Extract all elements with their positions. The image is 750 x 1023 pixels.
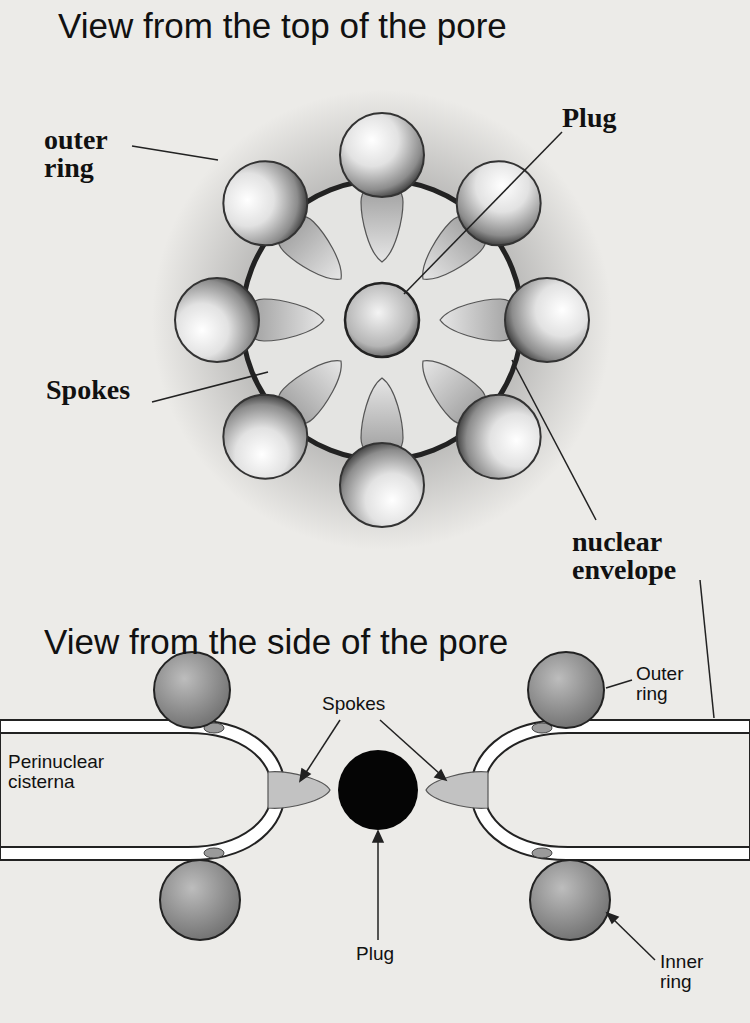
nuclear-envelope-left [0,720,285,860]
stippled-halo [152,90,612,550]
part-label: outer ring [44,126,130,182]
part-label: Inner ring [660,952,718,992]
plug-top [345,283,419,357]
part-label: Spokes [46,376,130,404]
section-heading: View from the top of the pore [58,6,507,46]
plug-side [338,750,418,830]
part-label: Plug [562,104,616,132]
leader-lines-side [300,680,655,960]
part-label: Spokes [322,694,385,714]
part-label: Plug [356,944,394,964]
outer-ring-spheres-top [175,113,589,527]
part-label: nuclear envelope [572,528,722,584]
part-label: Outer ring [636,664,694,704]
part-label: Perinuclear cisterna [8,752,128,792]
section-heading: View from the side of the pore [44,622,508,662]
ring-anchors [204,723,552,858]
ring-spheres-side [154,652,610,940]
nuclear-envelope-right [471,720,750,860]
